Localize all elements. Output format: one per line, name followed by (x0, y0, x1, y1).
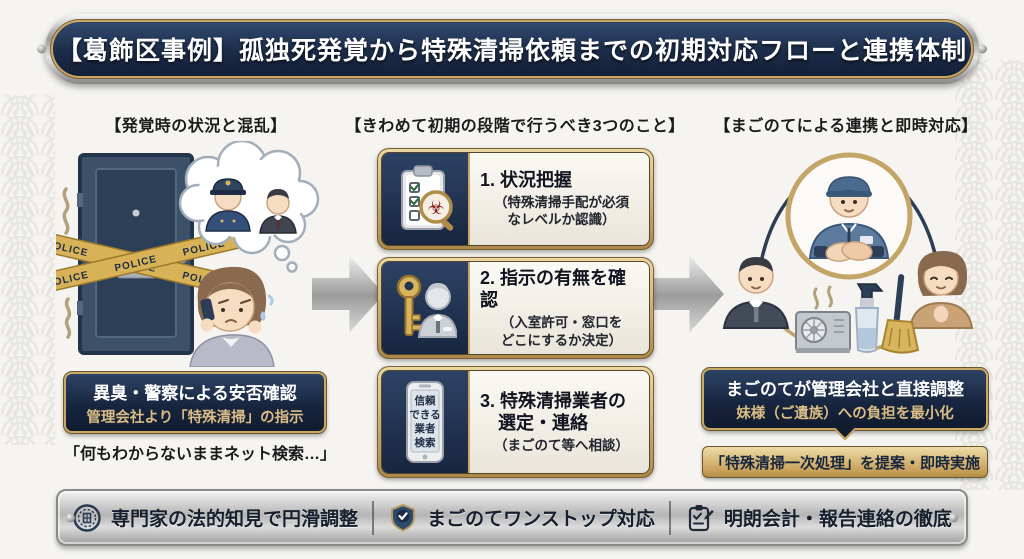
discovery-scene-illustration: POLICE POLICE POLICE POLICE POLICE POLIC… (56, 141, 320, 367)
step3-title: 3. 特殊清掃業者の 選定・連絡 (480, 390, 627, 434)
step1-icon-panel: ☣ (382, 153, 470, 245)
flow-arrow-left-to-middle (312, 255, 384, 333)
step3-subtext: （まごのて等へ相談） (494, 437, 629, 453)
svg-text:☣: ☣ (427, 198, 444, 219)
left-column-heading: 【発覚時の状況と混乱】 (105, 118, 287, 135)
proposal-gold-text: 「特殊清掃一次処理」を提案・即時実施 (709, 454, 980, 472)
cleaning-equipment (795, 274, 920, 354)
right-coordination-box: まごのてが管理会社と直接調整 妹様（ご遺族）への負担を最小化 (701, 367, 989, 441)
page-title: 【葛飾区事例】孤独死発覚から特殊清掃依頼までの初期対応フローと連携体制 (56, 37, 967, 65)
svg-text:できる: できる (409, 409, 440, 421)
right-coordination-line2: 妹様（ご遺族）への負担を最小化 (736, 406, 954, 422)
svg-text:信頼: 信頼 (415, 394, 436, 407)
step-box-1: ☣ 1. 状況把握 （特殊清掃手配が必須 なレベルか認識） (377, 148, 654, 250)
title-banner: 【葛飾区事例】孤独死発覚から特殊清掃依頼までの初期対応フローと連携体制 (37, 14, 987, 84)
left-status-line1: 異臭・警察による安否確認 (93, 383, 297, 403)
management-company-figure (722, 257, 790, 329)
manager-silhouette (417, 283, 457, 338)
title-banner-plate: 【葛飾区事例】孤独死発覚から特殊清掃依頼までの初期対応フローと連携体制 (37, 19, 987, 79)
key-and-manager-icon (396, 274, 457, 338)
cleaning-worker-handshake-circle (785, 152, 913, 280)
step2-title: 2. 指示の有無を確認 (480, 267, 627, 311)
footer-item-onestop: まごのてワンストップ対応 (388, 503, 655, 533)
proposal-gold-box: 「特殊清掃一次処理」を提案・即時実施 (702, 446, 988, 478)
footer-rivet-right (949, 513, 958, 522)
step1-title: 1. 状況把握 (480, 170, 573, 191)
step-box-3: 信頼 できる 業者 検索 3. 特殊清掃業者の 選定・連絡 （まごのて等へ相談） (377, 366, 654, 478)
footer-label-onestop: まごのてワンストップ対応 (427, 509, 655, 530)
thought-bubble-police-manager (178, 141, 320, 273)
step1-subtext: （特殊清掃手配が必須 なレベルか認識） (494, 194, 629, 228)
bereaved-family-figure (908, 250, 974, 329)
official-seal-icon (73, 503, 101, 532)
footer-credentials-bar: 専門家の法的知見で円滑調整 まごのてワンストップ対応 明朗会計・報告連絡の徹底 (56, 489, 968, 546)
middle-column-heading: 【きわめて初期の段階で行うべき3つのこと】 (345, 118, 685, 135)
left-status-box: 異臭・警察による安否確認 管理会社より「特殊清掃」の指示 (63, 371, 327, 434)
worried-woman-on-phone (189, 266, 275, 367)
right-coordination-line1: まごのてが管理会社と直接調整 (726, 380, 964, 399)
net-search-quote: 「何もわからないままネット検索…」 (64, 446, 337, 463)
footer-divider (668, 500, 671, 535)
banner-rivet-right (978, 44, 987, 54)
smartphone-vendor-search-icon: 信頼 できる 業者 検索 (406, 381, 444, 463)
spray-bottle (854, 283, 884, 353)
police-officer-figure (205, 178, 251, 232)
shield-check-icon (391, 503, 416, 532)
svg-text:業者: 業者 (414, 422, 436, 435)
handshake-hands (814, 241, 884, 262)
footer-item-legal: 専門家の法的知見で円滑調整 (72, 503, 358, 533)
svg-text:検索: 検索 (415, 436, 436, 449)
footer-label-legal: 専門家の法的知見で円滑調整 (111, 509, 359, 530)
footer-item-accounting: 明朗会計・報告連絡の徹底 (685, 503, 952, 533)
broom (880, 274, 920, 354)
footer-divider (372, 500, 375, 535)
step2-icon-panel (382, 262, 470, 354)
step-box-2: 2. 指示の有無を確認 （入室許可・窓口を どこにするか決定） (377, 257, 654, 359)
seigaiha-wave-pattern-left (0, 95, 55, 445)
footer-rivet-left (66, 513, 75, 522)
gold-key (396, 274, 423, 336)
left-status-line2: 管理会社より「特殊清掃」の指示 (86, 409, 304, 426)
clipboard-biohazard-magnifier-icon: ☣ (401, 165, 454, 231)
coordination-scene-illustration (722, 152, 974, 354)
clipboard-check-icon (688, 504, 714, 531)
right-column-heading: 【まごのてによる連携と即時対応】 (714, 118, 978, 135)
property-manager-figure (259, 189, 297, 234)
step2-subtext: （入室許可・窓口を どこにするか決定） (500, 314, 623, 348)
footer-label-accounting: 明朗会計・報告連絡の徹底 (723, 509, 952, 530)
step3-icon-panel: 信頼 できる 業者 検索 (382, 371, 470, 473)
banner-rivet-left (37, 44, 46, 54)
